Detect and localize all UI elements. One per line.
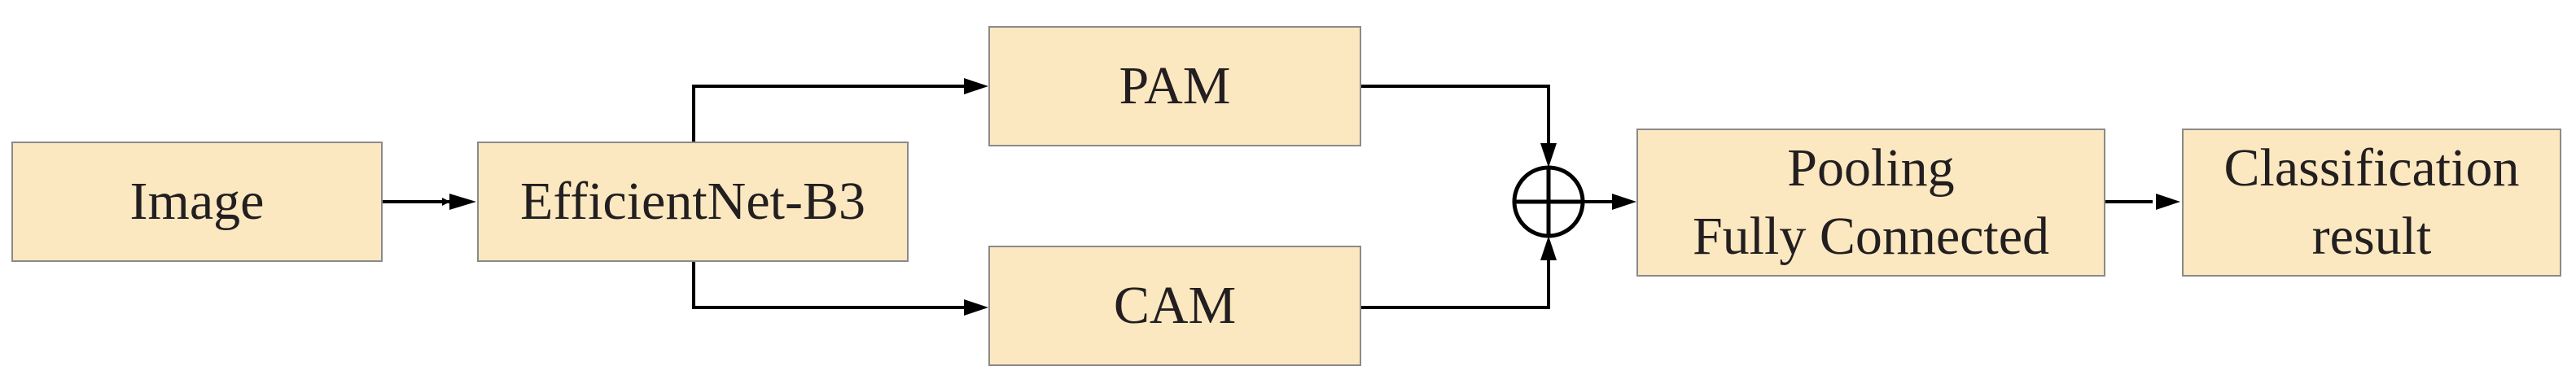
backbone-node: EfficientNet-B3 (477, 142, 909, 262)
arrowhead-head (1612, 194, 1636, 210)
classification-result-line1: Classification (2223, 138, 2520, 198)
sum-operator-icon (1512, 165, 1585, 238)
arrow-backbone-to-pam (692, 85, 974, 143)
arrow-pam-to-sum (1361, 85, 1550, 159)
pooling-fc-line2: Fully Connected (1692, 207, 2050, 266)
image-node-label: Image (129, 172, 265, 231)
pam-node: PAM (988, 26, 1361, 146)
arrowhead-backbone (449, 194, 476, 210)
pooling-fc-node: Pooling Fully Connected (1636, 129, 2105, 277)
pooling-fc-line1: Pooling (1787, 138, 1955, 198)
arrowhead-sum-bottom (1540, 236, 1557, 260)
cam-node-label: CAM (1113, 276, 1237, 335)
image-node: Image (11, 142, 383, 262)
arrow-cam-to-sum (1361, 246, 1550, 309)
classification-result-node: Classification result (2182, 129, 2561, 277)
arrowhead-sum-top (1540, 143, 1557, 168)
cam-node: CAM (988, 246, 1361, 366)
classification-result-line2: result (2311, 207, 2432, 266)
arrowhead-pam (964, 78, 988, 94)
arrow-backbone-to-cam (692, 262, 974, 309)
arrowhead-cam (964, 299, 988, 316)
pam-node-label: PAM (1119, 56, 1231, 116)
arrowhead-result (2156, 194, 2180, 210)
backbone-node-label: EfficientNet-B3 (520, 172, 865, 231)
